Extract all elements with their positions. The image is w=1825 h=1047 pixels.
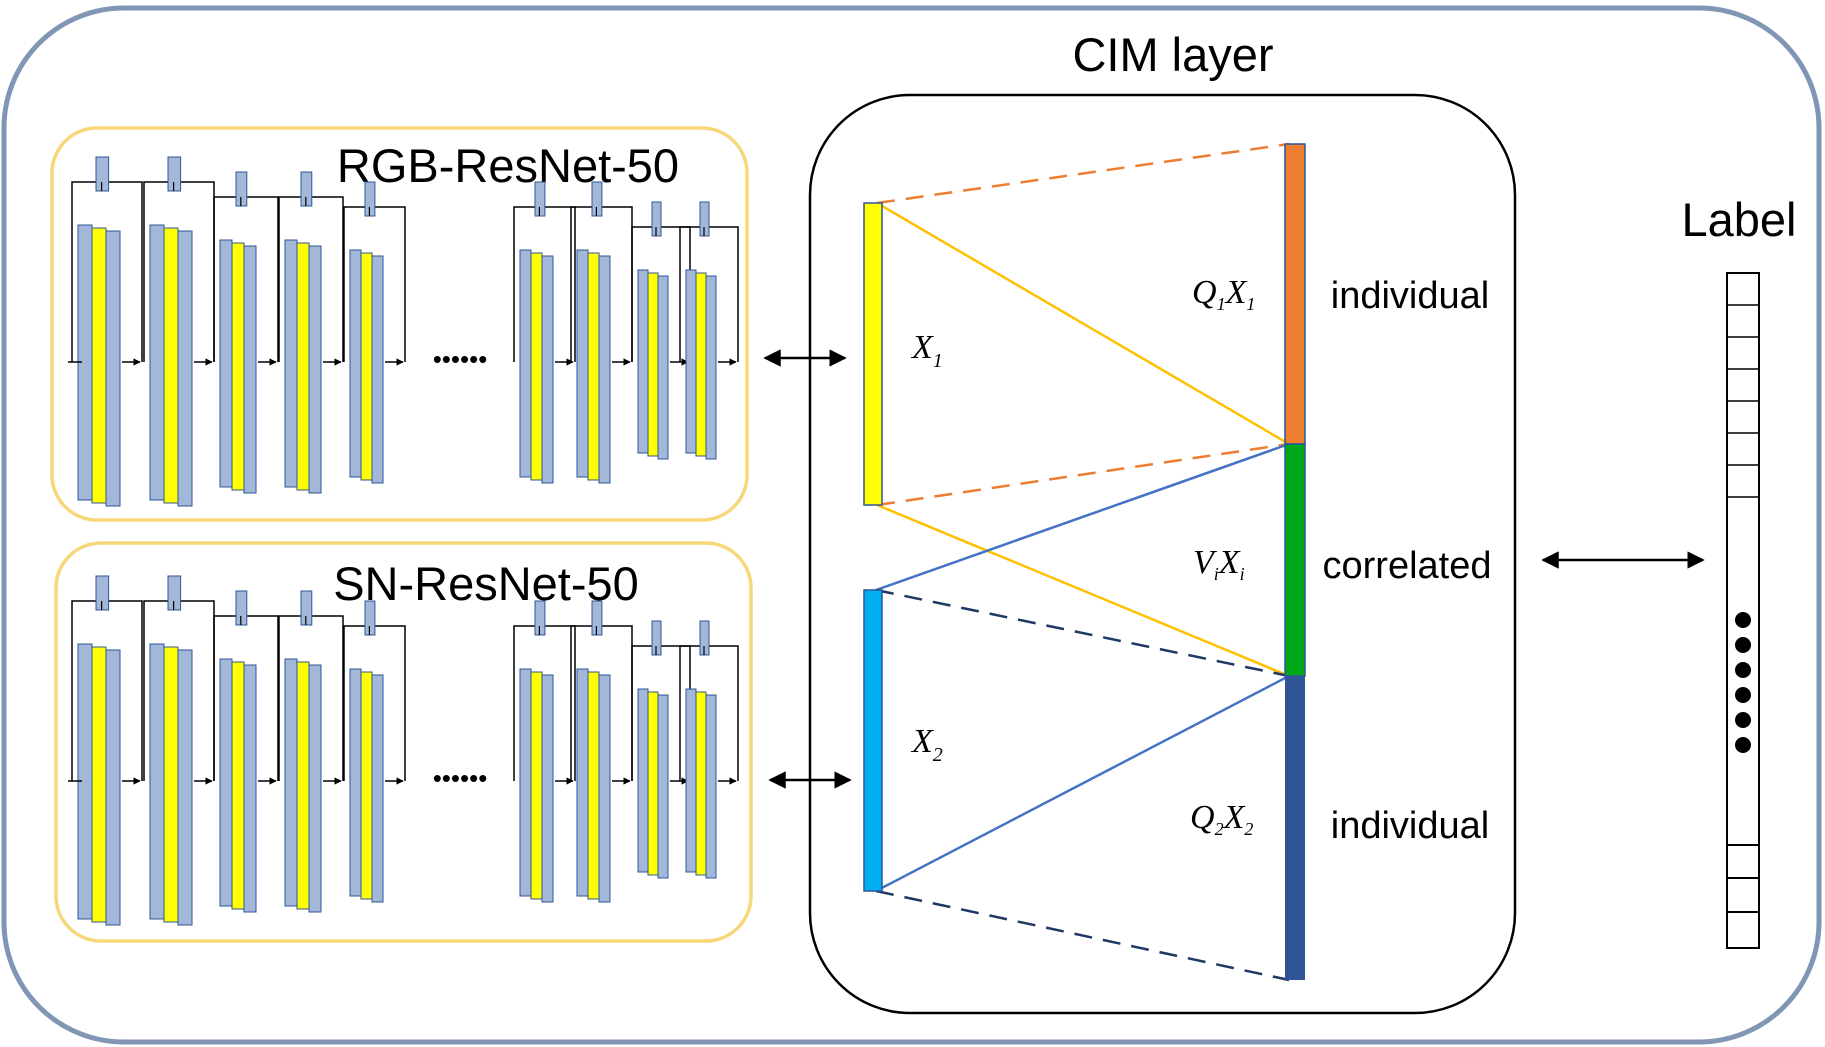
sn-ellipsis: •••••• (433, 763, 488, 793)
cim-layer-title: CIM layer (1072, 28, 1273, 81)
residual-block (71, 156, 143, 507)
rgb-ellipsis: •••••• (433, 344, 488, 374)
residual-block (343, 600, 406, 903)
ellipsis-dot (1735, 662, 1751, 678)
vixi-output-bar (1284, 443, 1306, 677)
residual-block (143, 156, 215, 507)
rgb-resnet-blocks (68, 156, 739, 507)
residual-block (679, 201, 739, 460)
rgb-network-title: RGB-ResNet-50 (337, 139, 679, 192)
individual-bottom-label: individual (1331, 805, 1489, 847)
residual-block (343, 181, 406, 484)
ellipsis-dot (1735, 687, 1751, 703)
sn-module-box (54, 541, 753, 943)
residual-block (143, 575, 215, 926)
residual-block (513, 600, 576, 903)
correlated-label: correlated (1323, 545, 1492, 587)
residual-block (513, 181, 576, 484)
residual-block (570, 181, 633, 484)
ellipsis-dot (1735, 612, 1751, 628)
label-title: Label (1682, 193, 1797, 246)
x1-label: X1 (910, 329, 943, 372)
q1x1-output-bar (1284, 143, 1306, 445)
individual-top-label: individual (1331, 275, 1489, 317)
x2-label: X2 (910, 723, 943, 766)
cim-connections (875, 142, 1290, 982)
q2x2-output-bar (1285, 676, 1305, 980)
residual-block (278, 171, 344, 494)
rgb-module-box (50, 126, 749, 522)
residual-block (278, 590, 344, 913)
residual-block (570, 600, 633, 903)
outer-frame (1, 5, 1822, 1045)
cim-layer-box (808, 93, 1517, 1015)
residual-block (71, 575, 143, 926)
sn-network-title: SN-ResNet-50 (333, 557, 639, 610)
ellipsis-dot (1735, 712, 1751, 728)
ellipsis-dot (1735, 637, 1751, 653)
residual-block (213, 590, 279, 913)
x1-feature-bar (863, 202, 883, 506)
vixi-label: ViXi (1193, 544, 1245, 584)
residual-block (631, 620, 691, 879)
q1x1-label: Q1X1 (1192, 274, 1255, 314)
x2-feature-bar (863, 589, 883, 892)
q2x2-label: Q2X2 (1190, 799, 1253, 839)
residual-block (631, 201, 691, 460)
residual-block (213, 171, 279, 494)
sn-resnet-blocks (68, 575, 739, 926)
label-vector (1726, 272, 1760, 949)
residual-block (679, 620, 739, 879)
ellipsis-dot (1735, 737, 1751, 753)
